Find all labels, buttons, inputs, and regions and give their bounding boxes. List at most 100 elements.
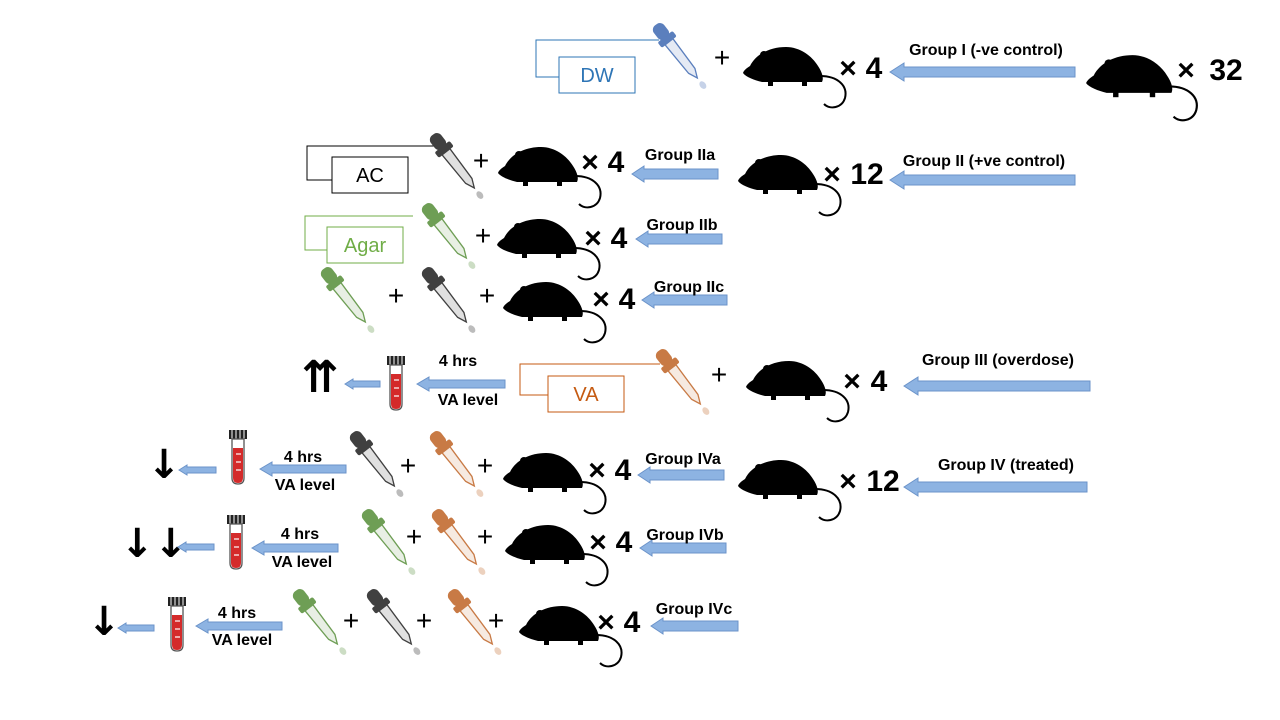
times-sign: × (839, 465, 857, 498)
group-ivb-count: 4 (616, 526, 633, 559)
group-ivc-count: 4 (624, 606, 641, 639)
dropper-icon (651, 345, 717, 421)
times-sign: × (843, 365, 861, 398)
plus-sign: + (711, 359, 727, 390)
times-sign: × (823, 158, 841, 191)
ac-box-shadow (306, 145, 434, 181)
group-iib-count: 4 (611, 222, 628, 255)
times-sign: × (588, 454, 606, 487)
times-sign: × (839, 52, 857, 85)
va-decrease-arrow: ↓ (147, 442, 181, 488)
plus-sign: + (477, 450, 493, 481)
times-sign: × (1177, 54, 1195, 87)
plus-sign: + (406, 521, 422, 552)
left-arrow-icon (195, 618, 283, 634)
left-arrow-icon (903, 376, 1091, 396)
plus-sign: + (714, 42, 730, 73)
left-arrow-icon (177, 541, 215, 553)
rat-icon (737, 459, 842, 522)
left-arrow-icon (416, 376, 506, 392)
group-iva-label: Group IVa (645, 451, 721, 468)
va-label: VA (573, 384, 599, 406)
dw-box-shadow (535, 39, 659, 78)
plus-sign: + (479, 280, 495, 311)
plus-sign: + (477, 521, 493, 552)
dropper-icon (648, 19, 714, 95)
blood-tube-icon (167, 596, 187, 652)
group-iva-hrs: 4 hrs (284, 449, 322, 466)
group-iii-va-level: VA level (438, 392, 498, 409)
ac-box (331, 156, 409, 194)
group-iia-label: Group IIa (645, 147, 715, 164)
group-ivb-hrs: 4 hrs (281, 526, 319, 543)
group-iva-va-level: VA level (275, 477, 335, 494)
va-decrease-arrow: ↓ (87, 599, 121, 645)
group-i-label: Group I (-ve control) (909, 42, 1063, 59)
plus-sign: + (388, 280, 404, 311)
rat-icon (745, 360, 850, 423)
plus-sign: + (400, 450, 416, 481)
group-iib-label: Group IIb (646, 217, 717, 234)
plus-sign: + (416, 605, 432, 636)
dw-label: DW (580, 65, 613, 87)
left-arrow-icon (889, 62, 1076, 82)
left-arrow-icon (641, 291, 728, 309)
times-sign: × (584, 222, 602, 255)
left-arrow-icon (635, 230, 723, 248)
va-decrease-arrows: ↓↓ (120, 521, 187, 567)
group-ivc-va-level: VA level (212, 632, 272, 649)
group-ii-count: 12 (850, 158, 883, 191)
left-arrow-icon (889, 170, 1076, 190)
left-arrow-icon (903, 477, 1088, 497)
agar-box (326, 226, 404, 264)
left-arrow-icon (259, 461, 347, 477)
group-ivc-hrs: 4 hrs (218, 605, 256, 622)
times-sign: × (592, 283, 610, 316)
dropper-icon (417, 263, 483, 339)
group-iii-count: 4 (871, 365, 888, 398)
group-ivb-label: Group IVb (646, 527, 724, 544)
group-iii-hrs: 4 hrs (439, 353, 477, 370)
left-arrow-icon (631, 165, 719, 183)
rat-icon (742, 46, 847, 109)
blood-tube-icon (386, 355, 406, 411)
left-arrow-icon (344, 378, 381, 390)
plus-sign: + (343, 605, 359, 636)
group-ii-label: Group II (+ve control) (903, 153, 1065, 170)
blood-tube-icon (226, 514, 246, 570)
group-iic-count: 4 (619, 283, 636, 316)
left-arrow-icon (117, 622, 155, 634)
left-arrow-icon (639, 539, 727, 557)
times-sign: × (589, 526, 607, 559)
plus-sign: + (475, 220, 491, 251)
blood-tube-icon (228, 429, 248, 485)
left-arrow-icon (251, 540, 339, 556)
va-increase-arrows: ⇈ (302, 352, 339, 403)
dropper-icon (316, 263, 382, 339)
group-ivb-va-level: VA level (272, 554, 332, 571)
va-box (547, 375, 625, 413)
rat-icon (502, 281, 607, 344)
group-ivc-label: Group IVc (656, 601, 733, 618)
group-iv-count: 12 (866, 465, 899, 498)
dw-box (558, 56, 636, 94)
plus-sign: + (488, 605, 504, 636)
group-iia-count: 4 (608, 146, 625, 179)
agar-label: Agar (344, 235, 387, 257)
left-arrow-icon (650, 617, 739, 635)
plus-sign: + (473, 145, 489, 176)
group-i-count: 4 (866, 52, 883, 85)
times-sign: × (597, 606, 615, 639)
total-count: 32 (1209, 54, 1242, 87)
agar-box-shadow (304, 215, 413, 251)
ac-label: AC (356, 165, 384, 187)
va-box-shadow (519, 363, 660, 396)
group-iv-label: Group IV (treated) (938, 457, 1074, 474)
group-iii-label: Group III (overdose) (922, 352, 1074, 369)
group-iva-count: 4 (615, 454, 632, 487)
left-arrow-icon (178, 464, 217, 476)
dropper-icon (417, 199, 483, 275)
group-iic-label: Group IIc (654, 279, 724, 296)
times-sign: × (581, 146, 599, 179)
